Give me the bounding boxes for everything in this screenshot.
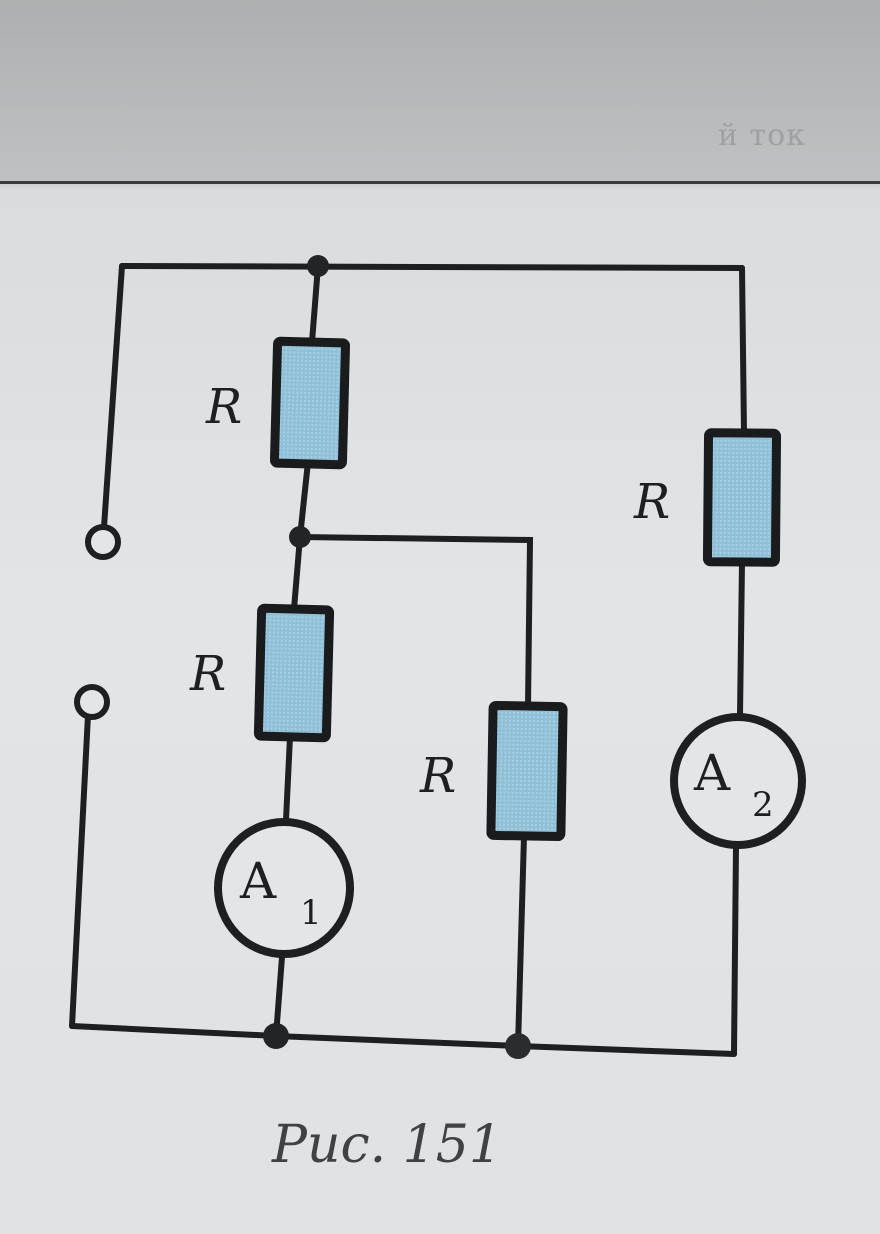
junction-node-top xyxy=(307,255,329,277)
page-divider-line xyxy=(0,181,880,184)
wire-top-node-to-resistor xyxy=(309,263,321,345)
ammeter-1-letter: A xyxy=(239,852,277,910)
wire-top-rail xyxy=(119,263,745,271)
wire-resistor-to-mid-node xyxy=(297,459,311,540)
label-resistor-middle-left: R xyxy=(189,646,226,702)
resistor-middle-right xyxy=(486,700,568,842)
resistor-top xyxy=(269,336,351,470)
label-resistor-right: R xyxy=(633,474,670,530)
resistor-middle-left xyxy=(253,603,335,743)
label-resistor-middle-right: R xyxy=(419,748,456,804)
wire-resistor-to-ammeter-1 xyxy=(283,734,293,823)
junction-node-bottom-left xyxy=(263,1023,289,1049)
ammeter-2 xyxy=(670,713,806,849)
header-text-fragment: й ток xyxy=(718,118,806,153)
wire-right-middle-down xyxy=(515,833,527,1049)
wire-mid-node-down xyxy=(291,534,303,612)
label-resistor-top: R xyxy=(205,379,242,435)
ammeter-1 xyxy=(214,818,354,958)
ammeter-2-letter: A xyxy=(693,744,731,802)
wire-right-top xyxy=(739,265,747,436)
wire-left-lower xyxy=(69,712,91,1029)
wire-right-resistor-to-ammeter xyxy=(737,559,745,719)
figure-caption: Рис. 151 xyxy=(272,1115,502,1175)
ammeter-2-subscript: 2 xyxy=(752,785,774,825)
input-terminal-bottom xyxy=(74,684,110,720)
resistor-right xyxy=(702,428,782,567)
wire-left-upper xyxy=(101,263,125,530)
previous-page-area: й ток xyxy=(0,0,880,183)
ammeter-1-subscript: 1 xyxy=(300,893,322,933)
wire-bottom-rail xyxy=(69,1023,737,1057)
wire-ammeter-1-to-bottom xyxy=(273,954,285,1039)
wire-right-ammeter-to-bottom xyxy=(731,843,739,1057)
input-terminal-top xyxy=(85,524,121,560)
junction-node-middle xyxy=(289,526,311,548)
wire-mid-node-right xyxy=(297,534,534,709)
junction-node-bottom-right xyxy=(505,1033,531,1059)
